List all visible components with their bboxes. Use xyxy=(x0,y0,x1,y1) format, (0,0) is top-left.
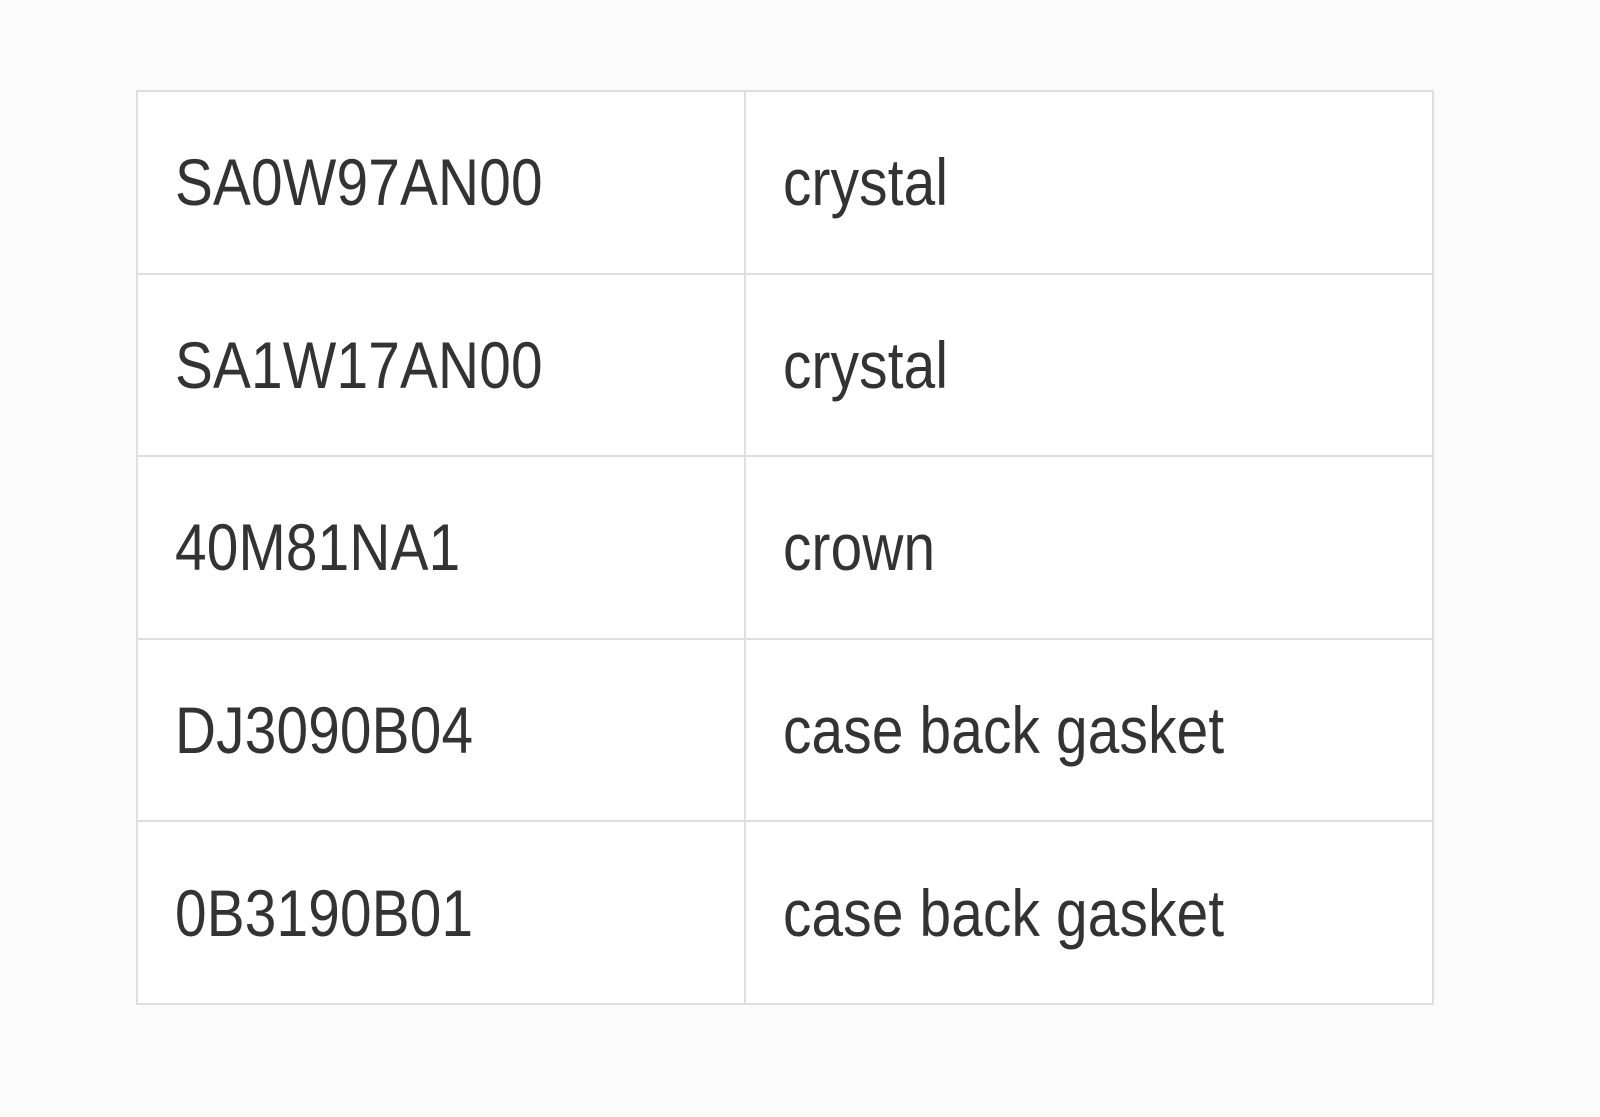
cell-part-name: crystal xyxy=(744,90,1434,275)
part-number-text: SA1W17AN00 xyxy=(175,327,543,402)
cell-part-number: DJ3090B04 xyxy=(136,637,746,823)
part-name-text: crystal xyxy=(783,145,949,220)
part-name-text: crown xyxy=(783,510,936,585)
part-name-text: case back gasket xyxy=(783,875,1225,950)
table-row: SA0W97AN00 crystal xyxy=(136,90,1434,275)
cell-part-number: SA1W17AN00 xyxy=(136,272,746,458)
table-row: 0B3190B01 case back gasket xyxy=(136,820,1434,1005)
cell-part-name: case back gasket xyxy=(744,637,1434,823)
parts-table: SA0W97AN00 crystal SA1W17AN00 crystal 40… xyxy=(136,90,1434,1005)
parts-table-body: SA0W97AN00 crystal SA1W17AN00 crystal 40… xyxy=(136,90,1434,1005)
part-name-text: case back gasket xyxy=(783,693,1225,768)
cell-part-name: case back gasket xyxy=(744,820,1434,1005)
cell-part-name: crown xyxy=(744,455,1434,640)
part-number-text: 40M81NA1 xyxy=(175,510,461,585)
part-name-text: crystal xyxy=(783,327,949,402)
table-row: SA1W17AN00 crystal xyxy=(136,272,1434,458)
table-row: DJ3090B04 case back gasket xyxy=(136,637,1434,823)
part-number-text: 0B3190B01 xyxy=(175,875,474,950)
part-number-text: SA0W97AN00 xyxy=(175,145,543,220)
cell-part-number: SA0W97AN00 xyxy=(136,90,746,275)
table-row: 40M81NA1 crown xyxy=(136,455,1434,640)
part-number-text: DJ3090B04 xyxy=(175,693,474,768)
cell-part-number: 0B3190B01 xyxy=(136,820,746,1005)
cell-part-name: crystal xyxy=(744,272,1434,458)
cell-part-number: 40M81NA1 xyxy=(136,455,746,640)
